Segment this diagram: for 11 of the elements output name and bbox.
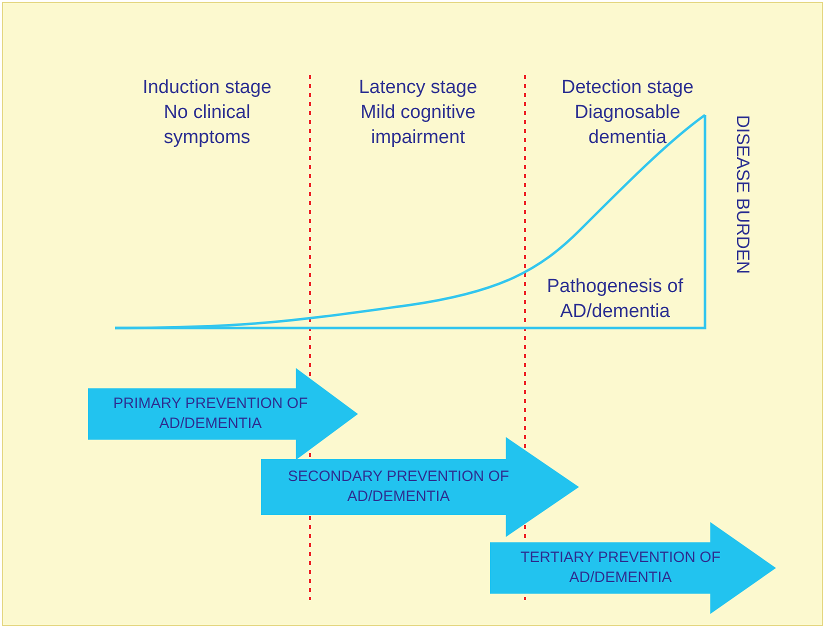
banner-label: TERTIARY PREVENTION OF AD/DEMENTIA — [519, 548, 722, 588]
stage-label: Latency stage Mild cognitive impairment — [358, 76, 478, 150]
stage-label: Detection stage Diagnosable dementia — [560, 76, 695, 150]
prevention-banner — [261, 437, 579, 537]
axis-label: DISEASE BURDEN — [732, 115, 754, 276]
curve-label: Pathogenesis of AD/dementia — [546, 275, 684, 324]
banner-label: PRIMARY PREVENTION OF AD/DEMENTIA — [112, 394, 309, 434]
banner-label: SECONDARY PREVENTION OF AD/DEMENTIA — [286, 467, 510, 507]
prevention-banner — [88, 368, 358, 460]
stage-label: Induction stage No clinical symptoms — [142, 76, 272, 150]
prevention-banner — [490, 522, 776, 614]
